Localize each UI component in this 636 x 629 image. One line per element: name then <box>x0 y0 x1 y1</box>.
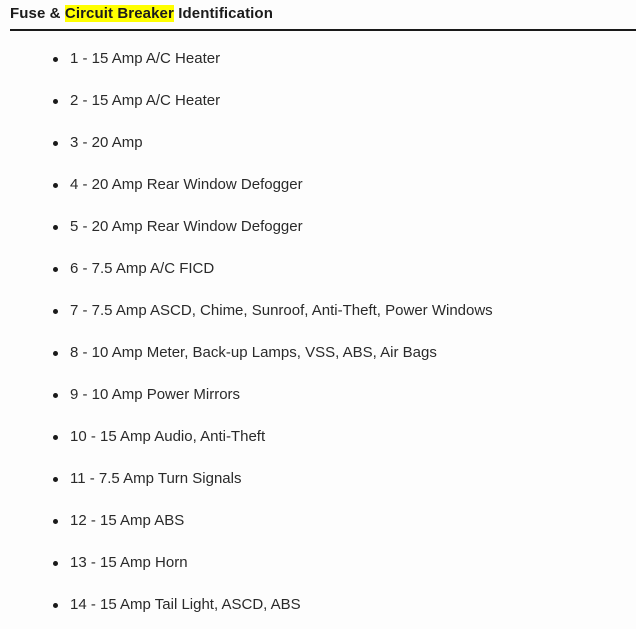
bullet-icon <box>53 351 58 356</box>
bullet-icon <box>53 183 58 188</box>
list-item-label: 3 - 20 Amp <box>70 134 143 151</box>
bullet-icon <box>53 309 58 314</box>
list-item-label: 14 - 15 Amp Tail Light, ASCD, ABS <box>70 596 301 613</box>
list-item: 10 - 15 Amp Audio, Anti-Theft <box>0 416 636 458</box>
bullet-icon <box>53 225 58 230</box>
list-item: 4 - 20 Amp Rear Window Defogger <box>0 164 636 206</box>
list-item: 9 - 10 Amp Power Mirrors <box>0 374 636 416</box>
heading-divider <box>10 29 636 31</box>
list-item: 3 - 20 Amp <box>0 122 636 164</box>
bullet-icon <box>53 393 58 398</box>
list-item-label: 11 - 7.5 Amp Turn Signals <box>70 470 242 487</box>
bullet-icon <box>53 603 58 608</box>
page-title-suffix: Identification <box>173 5 273 22</box>
list-item: 1 - 15 Amp A/C Heater <box>0 38 636 80</box>
list-item-label: 2 - 15 Amp A/C Heater <box>70 92 221 109</box>
bullet-icon <box>53 477 58 482</box>
list-item: 5 - 20 Amp Rear Window Defogger <box>0 206 636 248</box>
bullet-icon <box>53 57 58 62</box>
heading-block: Fuse & Circuit Breaker Identification <box>0 0 636 24</box>
list-item: 2 - 15 Amp A/C Heater <box>0 80 636 122</box>
page-title: Fuse & Circuit Breaker Identification <box>10 4 636 24</box>
list-item: 7 - 7.5 Amp ASCD, Chime, Sunroof, Anti-T… <box>0 290 636 332</box>
bullet-icon <box>53 99 58 104</box>
list-item-label: 5 - 20 Amp Rear Window Defogger <box>70 218 303 235</box>
list-item-label: 8 - 10 Amp Meter, Back-up Lamps, VSS, AB… <box>70 344 437 361</box>
list-item: 14 - 15 Amp Tail Light, ASCD, ABS <box>0 584 636 626</box>
list-item: 12 - 15 Amp ABS <box>0 500 636 542</box>
list-item: 13 - 15 Amp Horn <box>0 542 636 584</box>
list-item: 8 - 10 Amp Meter, Back-up Lamps, VSS, AB… <box>0 332 636 374</box>
list-item-label: 6 - 7.5 Amp A/C FICD <box>70 260 215 277</box>
list-item: 11 - 7.5 Amp Turn Signals <box>0 458 636 500</box>
list-item: 6 - 7.5 Amp A/C FICD <box>0 248 636 290</box>
page-title-highlight: Circuit Breaker <box>64 5 174 22</box>
list-item-label: 4 - 20 Amp Rear Window Defogger <box>70 176 303 193</box>
list-item-label: 9 - 10 Amp Power Mirrors <box>70 386 241 403</box>
bullet-icon <box>53 141 58 146</box>
bullet-icon <box>53 435 58 440</box>
bullet-icon <box>53 267 58 272</box>
bullet-icon <box>53 519 58 524</box>
list-item-label: 13 - 15 Amp Horn <box>70 554 188 571</box>
list-item-label: 10 - 15 Amp Audio, Anti-Theft <box>70 428 266 445</box>
list-item-label: 12 - 15 Amp ABS <box>70 512 185 529</box>
fuse-identification-list: 1 - 15 Amp A/C Heater 2 - 15 Amp A/C Heat… <box>0 38 636 626</box>
bullet-icon <box>53 561 58 566</box>
page-title-prefix: Fuse & <box>10 5 65 22</box>
list-item-label: 1 - 15 Amp A/C Heater <box>70 50 221 67</box>
list-item-label: 7 - 7.5 Amp ASCD, Chime, Sunroof, Anti-T… <box>70 302 493 319</box>
